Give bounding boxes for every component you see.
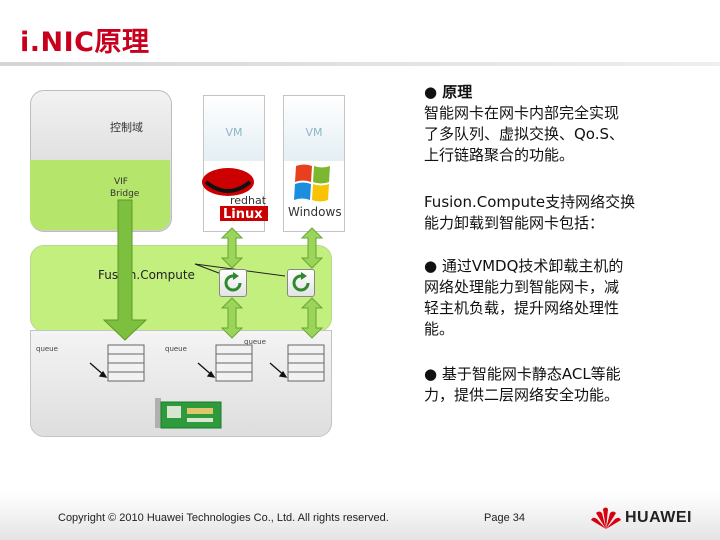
huawei-logo-icon xyxy=(591,507,621,529)
acl-line: 力，提供二层网络安全功能。 xyxy=(424,386,620,404)
vm-windows-label: VM xyxy=(305,126,323,139)
acl-line: ● 基于智能网卡静态ACL等能 xyxy=(424,365,621,383)
principle-section: ● 原理 智能网卡在网卡内部完全实现 了多队列、虚拟交换、Qo.S、 上行链路聚… xyxy=(424,82,714,166)
queue-label-3: queue xyxy=(244,338,266,346)
vif-bridge-area xyxy=(30,160,170,230)
refresh-icon xyxy=(292,272,310,292)
acl-section: ● 基于智能网卡静态ACL等能 力，提供二层网络安全功能。 xyxy=(424,364,714,406)
offload-line: Fusion.Compute支持网络交换 xyxy=(424,193,636,211)
vmdq-line: 网络处理能力到智能网卡，减 xyxy=(424,278,620,296)
principle-line: 了多队列、虚拟交换、Qo.S、 xyxy=(424,125,625,143)
control-domain-label: 控制域 xyxy=(110,121,143,134)
title-divider xyxy=(0,62,720,66)
vswitch-port-1 xyxy=(219,269,247,297)
principle-line: 智能网卡在网卡内部完全实现 xyxy=(424,104,620,122)
queue-blocks xyxy=(89,344,325,382)
copyright-text: Copyright © 2010 Huawei Technologies Co.… xyxy=(58,512,389,524)
vm-windows-header xyxy=(284,96,344,161)
linux-text: Linux xyxy=(223,207,263,222)
vm-linux-label: VM xyxy=(225,126,243,139)
windows-text: Windows xyxy=(288,205,342,219)
vmdq-line: ● 通过VMDQ技术卸载主机的 xyxy=(424,257,624,275)
nic-card-icon xyxy=(155,398,222,429)
principle-line: 上行链路聚合的功能。 xyxy=(424,146,575,164)
vm-windows-box: VM xyxy=(283,95,345,232)
fusion-compute-layer xyxy=(30,245,332,332)
vif-bridge-label-line1: VIF xyxy=(114,177,128,187)
page-number: Page 34 xyxy=(484,512,525,524)
offload-line: 能力卸载到智能网卡包括： xyxy=(424,214,605,232)
refresh-icon xyxy=(224,272,242,292)
huawei-wordmark: HUAWEI xyxy=(625,509,692,526)
offload-section: Fusion.Compute支持网络交换 能力卸载到智能网卡包括： xyxy=(424,192,714,234)
vmdq-section: ● 通过VMDQ技术卸载主机的 网络处理能力到智能网卡，减 轻主机负载，提升网络… xyxy=(424,256,714,340)
vmdq-line: 能。 xyxy=(424,320,455,338)
vswitch-port-2 xyxy=(287,269,315,297)
windows-logo-icon: Windows xyxy=(288,164,342,219)
principle-heading: ● 原理 xyxy=(424,83,473,101)
vm-linux-header xyxy=(204,96,264,161)
queue-label-2: queue xyxy=(165,345,187,353)
queue-label-1: queue xyxy=(36,345,58,353)
redhat-linux-logo-icon: redhat Linux xyxy=(202,168,268,222)
vif-bridge-label-line2: Bridge xyxy=(110,189,140,199)
slide-title: i.NIC原理 xyxy=(20,27,150,58)
vmdq-line: 轻主机负载，提升网络处理性 xyxy=(424,299,620,317)
redhat-text: redhat xyxy=(230,194,267,207)
